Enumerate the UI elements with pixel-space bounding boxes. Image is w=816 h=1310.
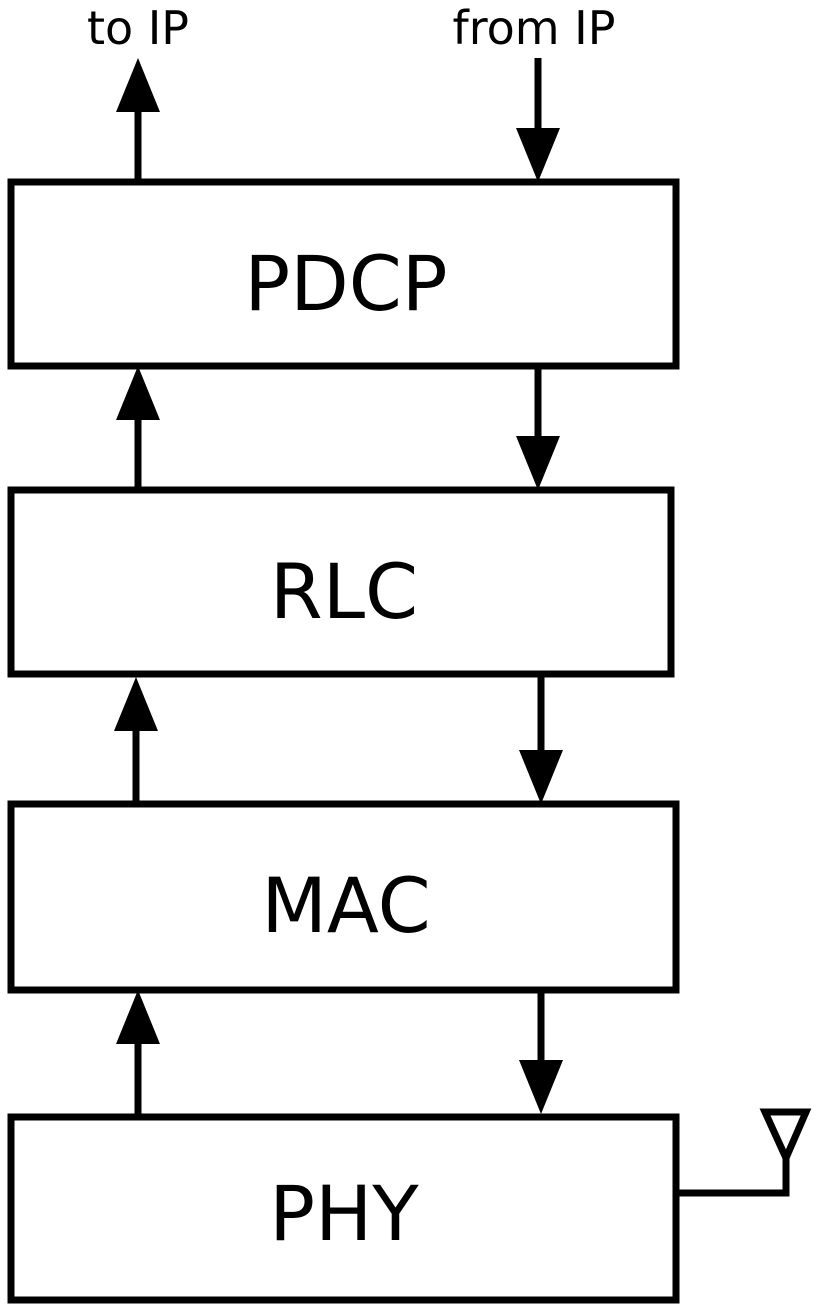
antenna-icon <box>676 1108 812 1197</box>
pdcp-block: PDCP <box>7 178 680 370</box>
mac-to-rlc-arrow <box>114 677 158 804</box>
to-ip-arrow <box>116 58 160 182</box>
mac-label: MAC <box>261 861 430 950</box>
rlc-to-pdcp-arrow <box>116 366 160 490</box>
from-ip-label: from IP <box>453 1 616 55</box>
mac-to-phy-arrow <box>519 990 563 1114</box>
mac-block: MAC <box>7 800 680 994</box>
phy-block: PHY <box>7 1113 680 1304</box>
phy-label: PHY <box>269 1169 419 1258</box>
rlc-block: RLC <box>7 486 675 678</box>
to-ip-label: to IP <box>87 1 189 55</box>
pdcp-label: PDCP <box>244 239 447 328</box>
rlc-to-mac-arrow <box>519 674 563 804</box>
from-ip-arrow <box>516 58 560 182</box>
rlc-label: RLC <box>270 547 418 636</box>
pdcp-to-rlc-arrow <box>516 366 560 490</box>
phy-to-mac-arrow <box>116 990 160 1116</box>
